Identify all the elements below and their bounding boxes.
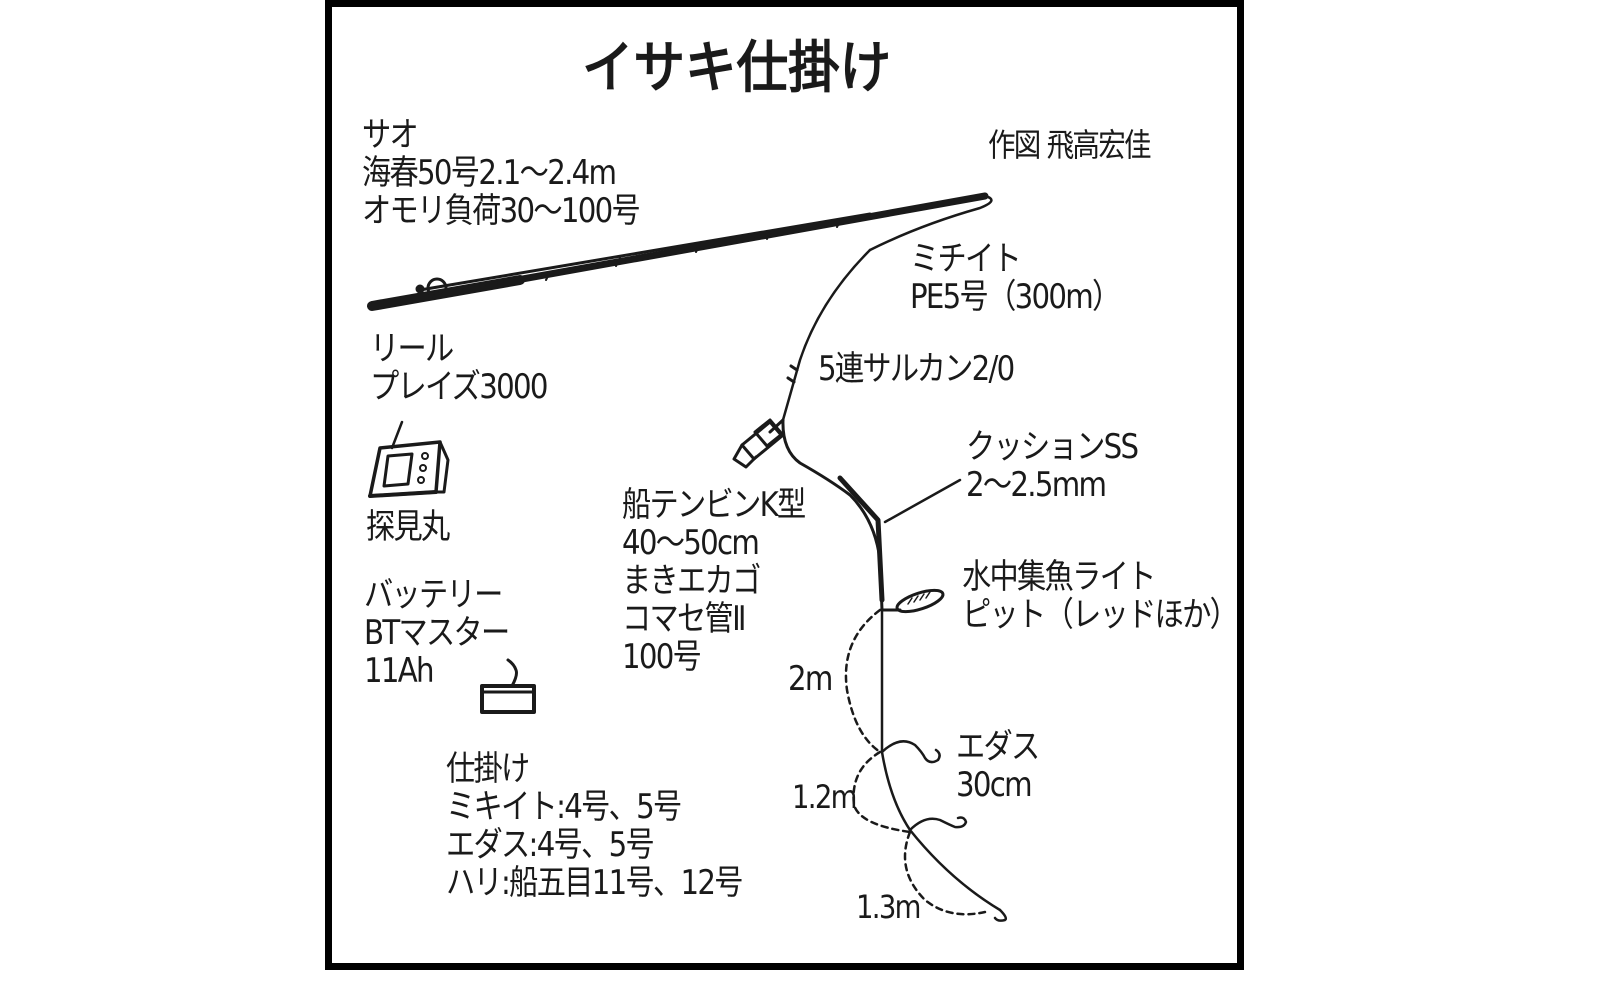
diagram-frame xyxy=(325,0,1244,970)
distance-label-2: 1.2m xyxy=(792,778,857,816)
light-label: 水中集魚ライト ピット（レッドほか） xyxy=(962,557,1239,636)
rod-label: サオ 海春50号2.1〜2.4m オモリ負荷30〜100号 xyxy=(362,115,641,232)
rig-spec-hook: ハリ:船五目11号、12号 xyxy=(446,863,744,904)
fishfinder-label: 探見丸 xyxy=(366,507,450,547)
rod-heading: サオ xyxy=(362,115,419,155)
rig-spec-mikiito: ミキイト:4号、5号 xyxy=(446,787,682,828)
cushion-label: クッションSS 2〜2.5mm xyxy=(966,427,1139,506)
tenbin-heading: 船テンビンK型 xyxy=(622,485,806,525)
underwater-light-icon xyxy=(880,588,945,614)
rig-spec-label: 仕掛け ミキイト:4号、5号 エダス:4号、5号 ハリ:船五目11号、12号 xyxy=(446,749,744,904)
branch-length: 30cm xyxy=(956,765,1033,806)
credit-label: 作図 飛高宏佳 xyxy=(988,126,1152,164)
battery-model: BTマスター xyxy=(364,613,510,654)
distance-label-3: 1.3m xyxy=(856,888,921,926)
light-heading: 水中集魚ライト xyxy=(962,557,1156,597)
mainline-label: ミチイト PE5号（300m） xyxy=(910,239,1121,318)
hook-icon xyxy=(993,908,1008,922)
hook-icon xyxy=(880,740,941,764)
rod-weight-rating: オモリ負荷30〜100号 xyxy=(362,191,641,232)
battery-label: バッテリー BTマスター 11Ah xyxy=(364,575,510,692)
light-model: ピット（レッドほか） xyxy=(962,595,1239,636)
mainline-heading: ミチイト xyxy=(910,239,1022,279)
mainline-path xyxy=(781,248,872,422)
battery-icon xyxy=(480,658,536,714)
branch-label: エダス 30cm xyxy=(956,727,1040,806)
rig-spec-edasu: エダス:4号、5号 xyxy=(446,825,655,866)
fishfinder-icon xyxy=(368,420,450,498)
battery-capacity: 11Ah xyxy=(364,651,435,692)
distance-label-1: 2m xyxy=(788,659,833,699)
battery-heading: バッテリー xyxy=(364,575,503,615)
rod-icon xyxy=(367,192,993,311)
tenbin-label: 船テンビンK型 40〜50cm まきエカゴ コマセ管Ⅱ 100号 xyxy=(622,485,806,678)
tenbin-basket: まきエカゴ xyxy=(622,561,761,602)
reel-model: プレイズ3000 xyxy=(370,367,548,408)
tenbin-length: 40〜50cm xyxy=(622,523,760,564)
hook-icon xyxy=(908,816,968,832)
reel-label: リール プレイズ3000 xyxy=(370,329,548,408)
page-title: イサキ仕掛け xyxy=(582,36,892,101)
tenbin-weight: 100号 xyxy=(622,637,702,678)
rig-spec-heading: 仕掛け xyxy=(446,749,530,789)
tenbin-tube: コマセ管Ⅱ xyxy=(622,599,746,640)
rod-model: 海春50号2.1〜2.4m xyxy=(362,153,617,194)
cushion-size: 2〜2.5mm xyxy=(966,465,1107,506)
cushion-heading: クッションSS xyxy=(966,427,1139,467)
mainline-spec: PE5号（300m） xyxy=(910,277,1121,318)
swivel-label: 5連サルカン2/0 xyxy=(818,349,1015,389)
tenbin-icon xyxy=(732,418,785,469)
branch-heading: エダス xyxy=(956,727,1040,767)
reel-heading: リール xyxy=(370,329,454,369)
